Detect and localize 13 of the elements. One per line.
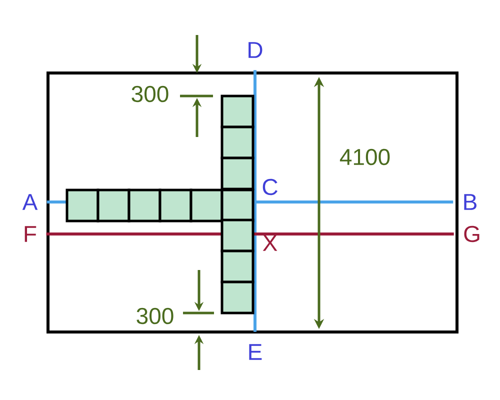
point-label: E xyxy=(249,344,262,360)
point-label: C xyxy=(262,178,278,196)
point-label: X xyxy=(262,235,278,251)
point-label: A xyxy=(22,194,38,210)
line xyxy=(46,232,454,236)
dimension-label: 300 xyxy=(136,308,174,324)
point-label: B xyxy=(464,194,476,210)
point-label: D xyxy=(248,42,262,58)
line xyxy=(254,70,256,332)
point-label: G xyxy=(464,226,480,242)
dimension-label: 4100 xyxy=(340,148,390,166)
point-label: F xyxy=(24,226,36,242)
dimension-label: 300 xyxy=(132,86,168,102)
